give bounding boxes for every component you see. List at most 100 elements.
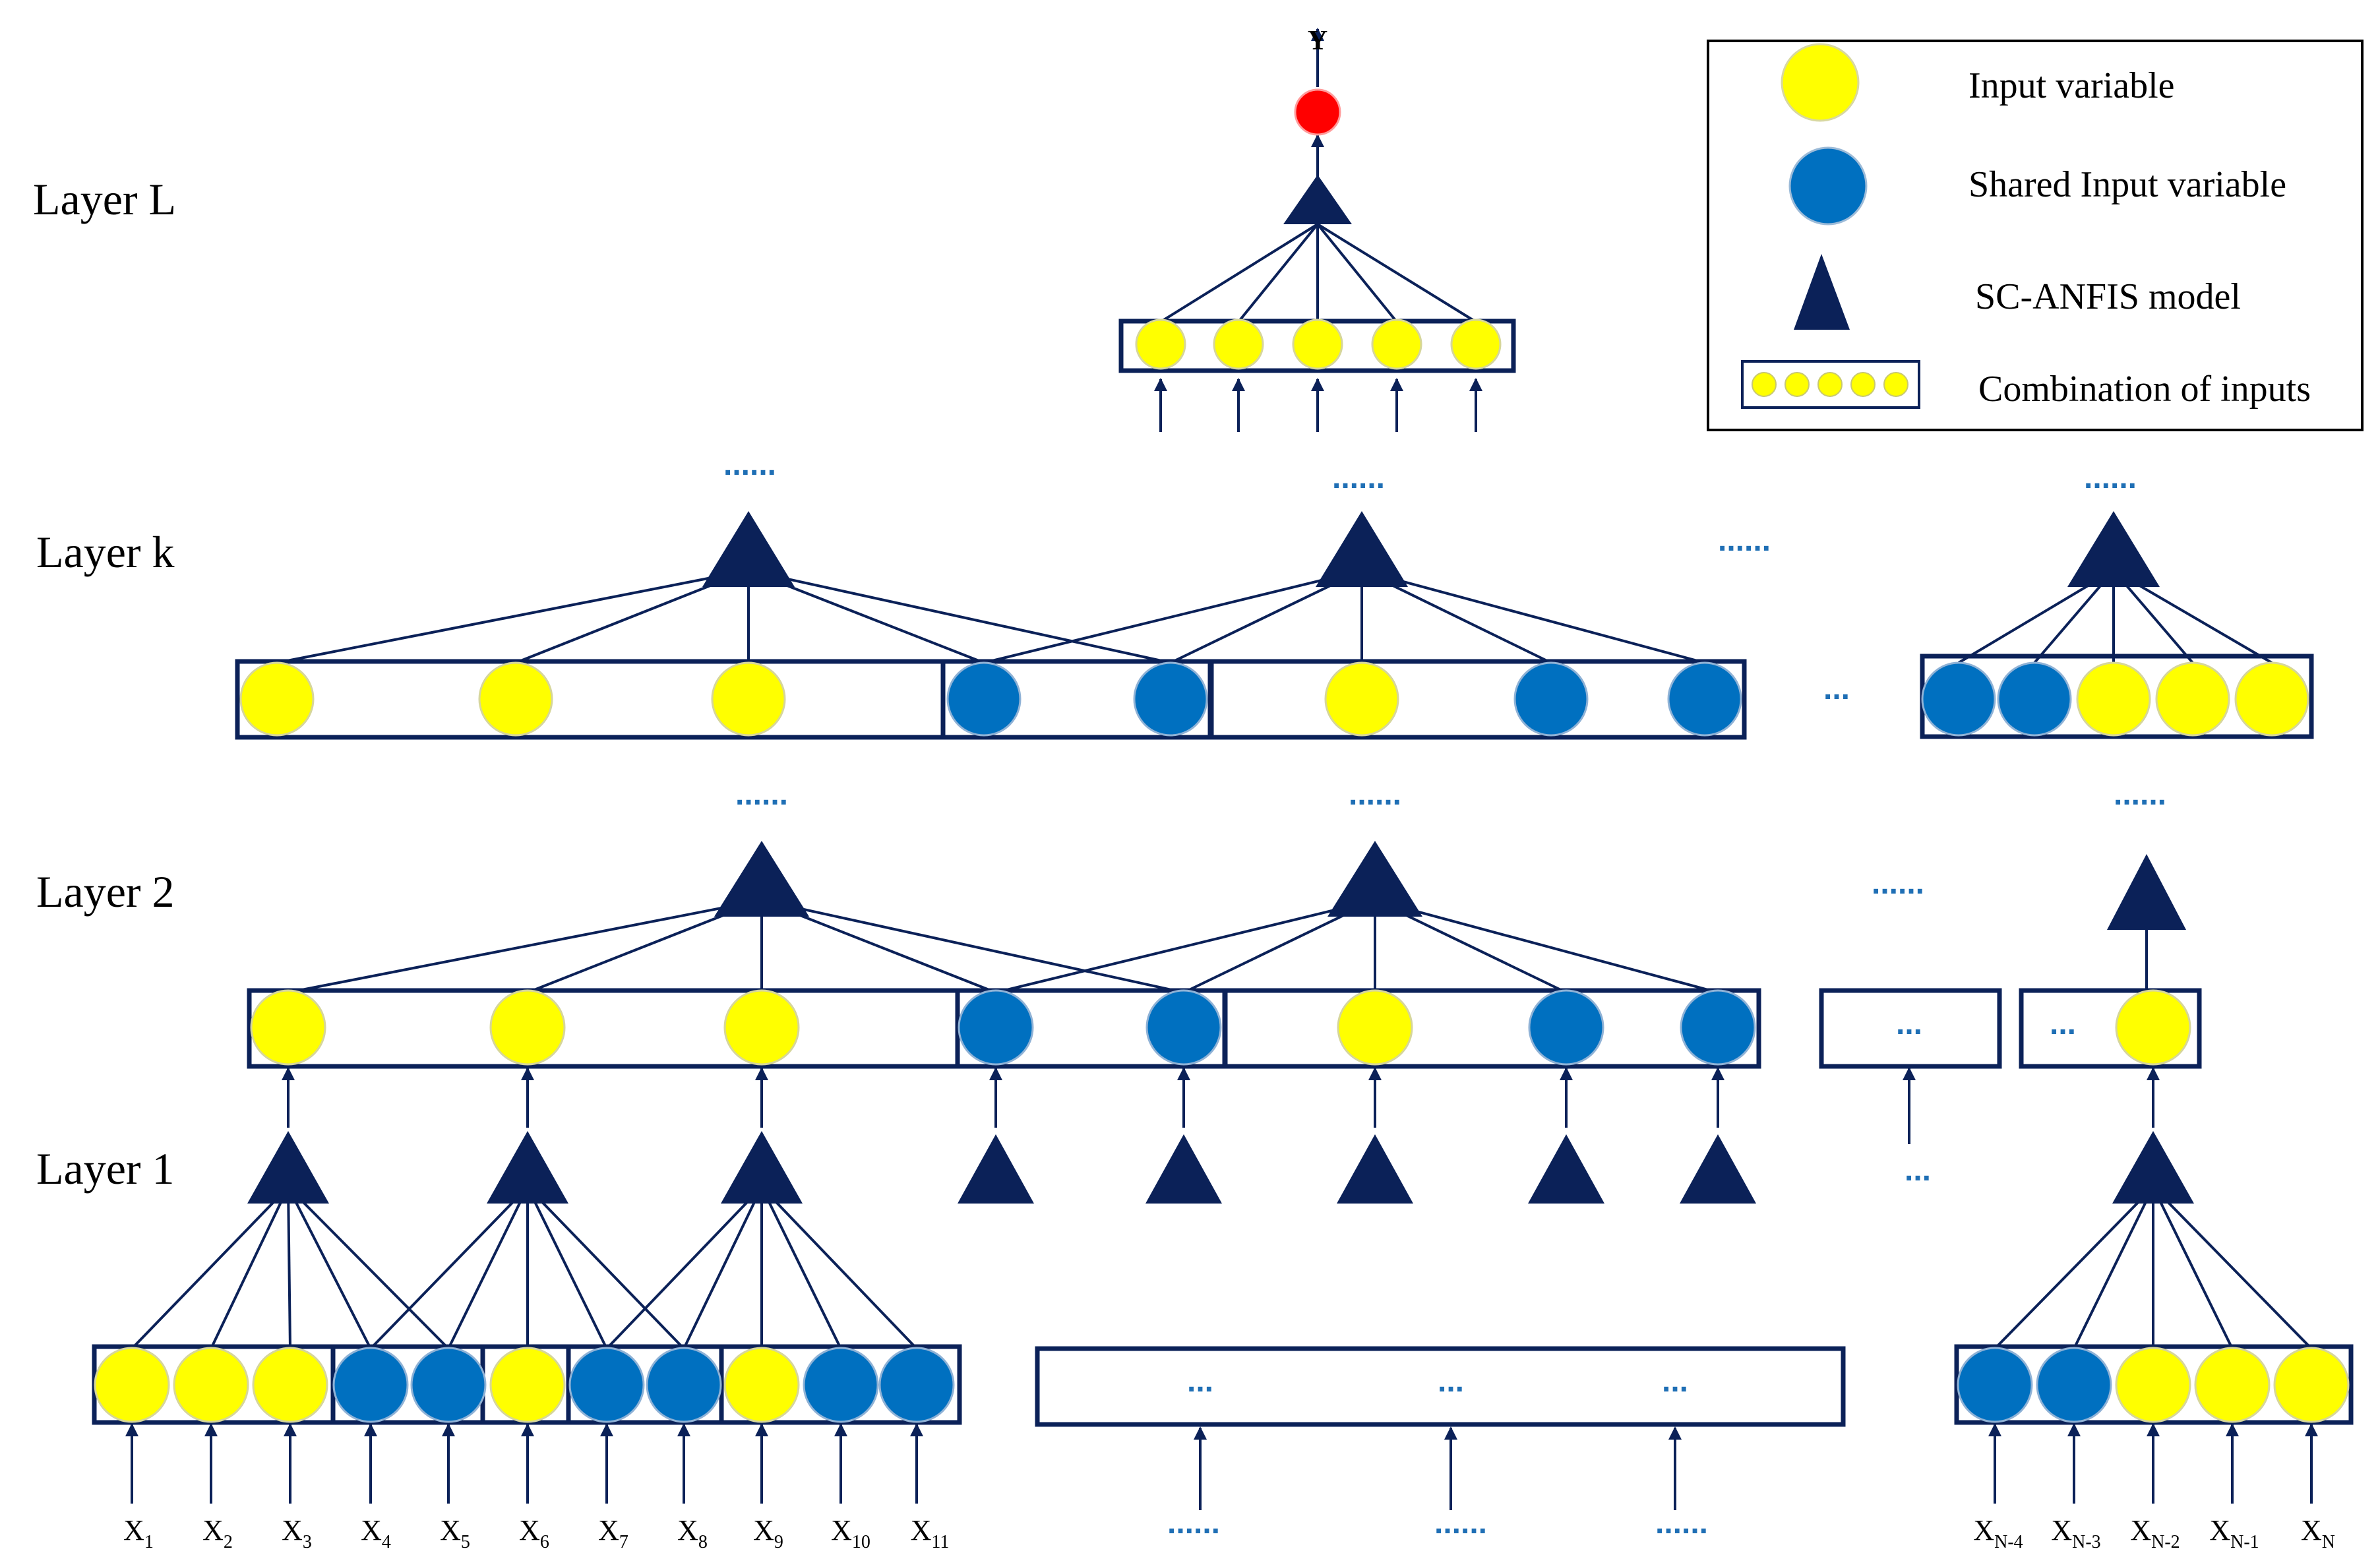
input-label-x5: X5 — [440, 1514, 470, 1552]
ellipsis-layer-1-box-2: ... — [1438, 1364, 1464, 1399]
link-layer-1-a-1 — [131, 1186, 290, 1350]
layer-k-node-2 — [478, 661, 553, 737]
ellipsis-layer-k-gap: ...... — [1718, 523, 1771, 558]
link-layer-1-d-2 — [2073, 1186, 2154, 1349]
layer-l-input-4 — [1371, 319, 1422, 370]
ellipsis-layer-k-above-2: ...... — [1332, 460, 1385, 495]
link-layer-2-b-1 — [995, 899, 1376, 994]
layer-l-input-3 — [1292, 319, 1343, 370]
ellipsis-layer-2-box-b: ... — [2050, 1006, 2076, 1041]
layer-1-right-input-5 — [2273, 1347, 2350, 1423]
layer-l-input-1 — [1135, 319, 1186, 370]
input-label-x3: X3 — [282, 1514, 312, 1552]
input-label-x7: X7 — [598, 1514, 628, 1552]
link-layer-2-b-5 — [1374, 899, 1719, 994]
layer-k-right-node-5 — [2234, 661, 2309, 737]
layer-k-right-node-3 — [2076, 661, 2151, 737]
legend-combination-icon — [1741, 360, 1920, 409]
link-layer-1-b-5 — [526, 1186, 685, 1350]
layer-2-node-5 — [1145, 989, 1222, 1066]
layer-1-right-input-4 — [2194, 1347, 2271, 1423]
layer-1-input-2 — [173, 1347, 249, 1423]
layer-2-node-6 — [1337, 989, 1413, 1066]
ellipsis-layer-k-row: ... — [1823, 671, 1850, 706]
model-triangle-layer-1-4 — [958, 1134, 1034, 1204]
link-layer-1-a-2 — [210, 1186, 290, 1349]
link-layer-1-a-3 — [287, 1186, 291, 1349]
model-triangle-layer-1-7 — [1528, 1134, 1604, 1204]
legend-input-variable-label: Input variable — [1968, 65, 2175, 106]
layer-l-input-5 — [1450, 319, 1502, 370]
link-layer-k-a-1 — [276, 569, 749, 664]
input-label-x9: X9 — [753, 1514, 783, 1552]
ellipsis-layer-2-above-2: ...... — [1349, 777, 1401, 812]
combination-box-layer-1-2 — [1035, 1346, 1846, 1427]
ellipsis-layer-k-above-3: ...... — [2084, 460, 2137, 495]
legend-model-icon — [1794, 254, 1850, 330]
link-layer-k-b-1 — [983, 569, 1362, 664]
input-label-xn4: XN-4 — [1973, 1514, 2023, 1552]
input-label-xn1: XN-1 — [2209, 1514, 2259, 1552]
link-layer-1-c-1 — [605, 1186, 763, 1350]
layer-k-node-5 — [1133, 661, 1208, 737]
input-label-x2: X2 — [202, 1514, 233, 1552]
legend-box — [1707, 40, 2364, 431]
link-layer-l-2 — [1237, 223, 1319, 323]
input-label-xn3: XN-3 — [2051, 1514, 2100, 1552]
ellipsis-layer-2-above-3: ...... — [2114, 777, 2166, 812]
link-layer-l-4 — [1316, 223, 1398, 323]
model-triangle-layer-2-3 — [2107, 854, 2186, 930]
layer-1-right-input-1 — [1957, 1347, 2033, 1423]
layer-k-node-4 — [946, 661, 1022, 737]
layer-k-right-node-2 — [1997, 661, 2072, 737]
input-label-x10: X10 — [831, 1514, 870, 1552]
layer-1-right-input-2 — [2036, 1347, 2112, 1423]
input-label-x4: X4 — [361, 1514, 391, 1552]
link-layer-1-d-5 — [2152, 1186, 2313, 1350]
link-layer-1-b-2 — [447, 1186, 529, 1349]
input-label-x1: X1 — [123, 1514, 154, 1552]
layer-k-right-node-1 — [1921, 661, 1996, 737]
link-layer-1-b-1 — [369, 1186, 529, 1350]
output-node — [1294, 88, 1341, 136]
layer-2-node-7 — [1528, 989, 1604, 1066]
ellipsis-layer-k-above-1: ...... — [723, 447, 776, 482]
layer-l-label: Layer L — [33, 174, 176, 224]
layer-k-node-1 — [239, 661, 315, 737]
ellipsis-layer-1-box-3: ... — [1662, 1364, 1688, 1399]
input-label-xn: XN — [2301, 1514, 2335, 1552]
link-layer-1-b-4 — [526, 1186, 608, 1349]
legend-input-variable-icon — [1781, 43, 1860, 122]
combination-box-layer-k-2 — [940, 659, 1747, 740]
model-triangle-layer-1-2 — [487, 1131, 568, 1204]
combination-box-layer-2-4 — [2019, 988, 2202, 1069]
layer-1-label: Layer 1 — [36, 1144, 175, 1194]
model-triangle-layer-1-6 — [1337, 1134, 1413, 1204]
layer-1-input-7 — [568, 1347, 645, 1423]
layer-2-node-4 — [958, 989, 1034, 1066]
link-layer-k-b-5 — [1361, 569, 1705, 664]
ellipsis-inputs-1: ...... — [1167, 1506, 1220, 1541]
input-label-x8: X8 — [677, 1514, 708, 1552]
model-triangle-layer-k-2 — [1316, 511, 1408, 587]
ellipsis-layer-2-above-1: ...... — [735, 777, 788, 812]
link-layer-l-5 — [1316, 223, 1477, 323]
layer-k-label: Layer k — [36, 527, 175, 577]
layer-1-right-input-3 — [2115, 1347, 2191, 1423]
output-y-label: Y — [1308, 26, 1327, 56]
layer-1-input-1 — [94, 1347, 170, 1423]
link-layer-1-c-5 — [760, 1186, 918, 1350]
layer-k-node-6 — [1324, 661, 1399, 737]
link-layer-2-a-5 — [761, 899, 1184, 994]
layer-1-input-3 — [252, 1347, 328, 1423]
layer-k-right-node-4 — [2155, 661, 2230, 737]
legend-combination-label: Combination of inputs — [1978, 369, 2311, 410]
layer-1-input-9 — [723, 1347, 800, 1423]
layer-2-node-8 — [1680, 989, 1756, 1066]
combination-box-layer-2-3 — [1819, 988, 2002, 1069]
legend-model-label: SC-ANFIS model — [1975, 276, 2241, 317]
link-layer-1-c-4 — [760, 1186, 842, 1349]
model-triangle-layer-1-1 — [247, 1131, 329, 1204]
layer-2-right-node — [2115, 989, 2191, 1066]
combination-box-layer-2-2 — [955, 988, 1761, 1069]
